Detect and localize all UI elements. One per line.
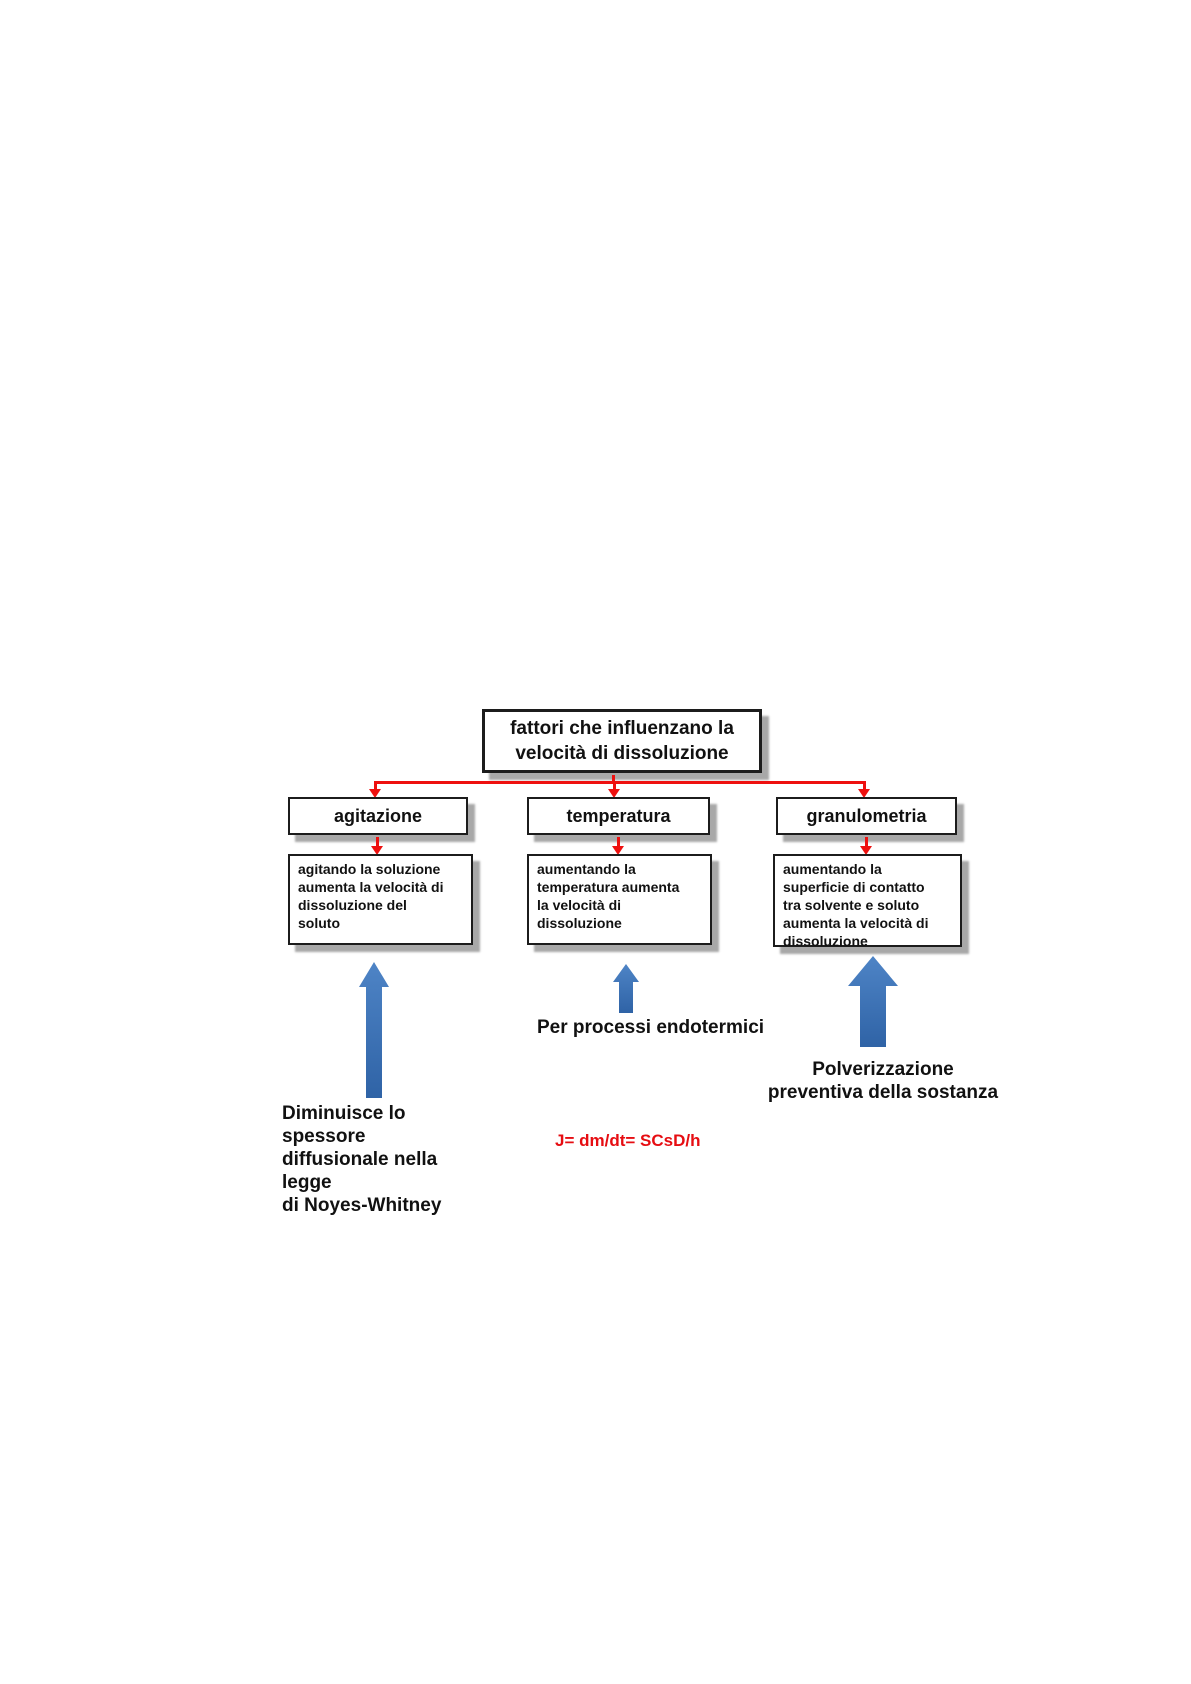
note-granulometria: Polverizzazione preventiva della sostanz… [758, 1058, 1008, 1104]
connector-drop-temperatura [613, 783, 616, 790]
desc-box-granulometria: aumentando la superficie di contatto tra… [773, 854, 962, 949]
header-label-agitazione: agitazione [333, 805, 422, 826]
desc-temperatura-line4: dissoluzione [537, 915, 622, 931]
root-box-line1: fattori che influenzano la [510, 718, 734, 739]
noyes-whitney-formula: J= dm/dt= SCsD/h [555, 1131, 701, 1150]
connector-temperatura-desc [617, 837, 620, 847]
root-box-line2: velocità di dissoluzione [515, 743, 729, 764]
desc-agitazione-line1: agitando la soluzione [298, 861, 441, 877]
desc-granulometria-line4: aumenta la velocità di [783, 915, 929, 931]
note-temperatura: Per processi endotermici [537, 1016, 797, 1039]
desc-temperatura-line3: la velocità di [537, 897, 622, 913]
desc-granulometria-line2: superficie di contatto [783, 879, 925, 895]
blue-up-arrow-granulometria [848, 956, 898, 1047]
desc-agitazione-line4: soluto [298, 915, 340, 931]
desc-temperatura-line2: temperatura aumenta [537, 879, 680, 895]
header-box-agitazione: agitazione [288, 797, 468, 835]
blue-up-arrow-agitazione [359, 962, 389, 1098]
arrowhead-agitazione [369, 789, 381, 798]
desc-agitazione-line3: dissoluzione del [298, 897, 407, 913]
desc-box-temperatura: aumentando la temperatura aumenta la vel… [527, 854, 712, 945]
desc-temperatura-line1: aumentando la [537, 861, 636, 877]
arrowhead-granulometria [858, 789, 870, 798]
header-box-granulometria: granulometria [776, 797, 957, 835]
blue-up-arrow-temperatura [613, 964, 639, 1013]
arrowhead-granulometria-desc [860, 846, 872, 855]
arrowhead-agitazione-desc [371, 846, 383, 855]
note-agitazione-line2: diffusionale nella legge [282, 1149, 438, 1193]
note-agitazione: Diminuisce lo spessore diffusionale nell… [282, 1102, 472, 1217]
desc-agitazione-line2: aumenta la velocità di [298, 879, 444, 895]
connector-stub-from-root [612, 775, 615, 783]
note-granulometria-line2: preventiva della sostanza [767, 1082, 999, 1103]
header-label-granulometria: granulometria [806, 805, 927, 826]
desc-granulometria-line5: dissoluzione [783, 933, 868, 949]
note-temperatura-line1: Per processi endotermici [537, 1017, 765, 1038]
arrowhead-temperatura-desc [612, 846, 624, 855]
root-box-fattori: fattori che influenzano la velocità di d… [482, 709, 762, 773]
desc-granulometria-line1: aumentando la [783, 861, 882, 877]
arrowhead-temperatura [608, 789, 620, 798]
connector-granulometria-desc [865, 837, 868, 847]
connector-agitazione-desc [376, 837, 379, 847]
header-label-temperatura: temperatura [566, 805, 671, 826]
connector-drop-granulometria [863, 783, 866, 790]
connector-horizontal-line [374, 781, 866, 784]
note-agitazione-line3: di Noyes-Whitney [282, 1195, 442, 1216]
desc-granulometria-line3: tra solvente e soluto [783, 897, 920, 913]
note-agitazione-line1: Diminuisce lo spessore [282, 1103, 406, 1147]
header-box-temperatura: temperatura [527, 797, 710, 835]
note-granulometria-line1: Polverizzazione [812, 1059, 954, 1080]
desc-box-agitazione: agitando la soluzione aumenta la velocit… [288, 854, 473, 945]
connector-drop-agitazione [374, 783, 377, 790]
